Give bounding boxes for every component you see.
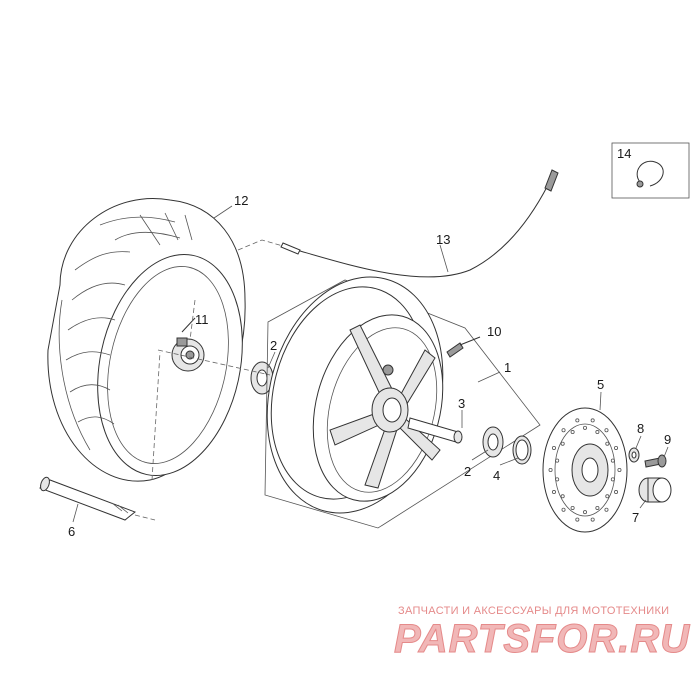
- bearing-right: [482, 426, 504, 458]
- rim: [266, 276, 444, 514]
- callout-11: 11: [195, 312, 209, 327]
- callout-3: 3: [458, 396, 465, 411]
- tyre: [47, 198, 246, 482]
- disc-hole: [570, 430, 575, 435]
- disc-hole: [605, 494, 610, 499]
- disc-hole: [595, 505, 600, 510]
- watermark-logo: PARTSFOR.RU: [394, 617, 690, 661]
- disc-hole: [570, 505, 575, 510]
- disc-hole: [551, 490, 556, 495]
- callout-13: 13: [436, 232, 450, 247]
- disc-hole: [590, 517, 595, 522]
- callout-9: 9: [664, 432, 671, 447]
- callout-4: 4: [493, 468, 500, 483]
- speedometer-drive: [171, 317, 205, 372]
- callout-1: 1: [504, 360, 511, 375]
- bolt-10: [446, 336, 481, 358]
- disc-hole: [551, 445, 556, 450]
- disc-hole: [590, 418, 595, 423]
- leader-lines: [72, 205, 669, 523]
- disc-hole: [610, 477, 615, 482]
- callout-2b: 2: [464, 464, 471, 479]
- disc-hole: [561, 507, 566, 512]
- disc-hole: [614, 445, 619, 450]
- speedometer-cable: [280, 169, 559, 278]
- rim-group-frame: [264, 279, 541, 529]
- disc-hole: [561, 428, 566, 433]
- disc-hole: [595, 430, 600, 435]
- assembly-guide-lines: [134, 239, 291, 521]
- axle: [39, 476, 136, 521]
- disc-hole: [614, 490, 619, 495]
- callout-2a: 2: [270, 338, 277, 353]
- clamp-inset: [611, 142, 690, 199]
- disc-hole: [575, 517, 580, 522]
- bush: [638, 477, 672, 503]
- disc-hole: [605, 441, 610, 446]
- callout-5: 5: [597, 377, 604, 392]
- disc-hole: [604, 507, 609, 512]
- brake-disc: [542, 407, 628, 533]
- callout-14: 14: [617, 146, 631, 161]
- disc-hole: [548, 467, 553, 472]
- oil-seal: [512, 435, 532, 465]
- disc-hole: [604, 428, 609, 433]
- disc-hole: [560, 494, 565, 499]
- callout-6: 6: [68, 524, 75, 539]
- callout-12: 12: [234, 193, 248, 208]
- callout-10: 10: [487, 324, 501, 339]
- disc-hole: [583, 510, 588, 515]
- screw: [644, 454, 667, 468]
- disc-hole: [555, 458, 560, 463]
- callout-labels: 12 13 14 11 10 2 1 5 3 8 9 2 4 7 6: [68, 146, 671, 539]
- disc-hole: [575, 418, 580, 423]
- disc-hole: [583, 425, 588, 430]
- watermark-logo-text: PARTSFOR.RU: [394, 617, 690, 660]
- callout-8: 8: [637, 421, 644, 436]
- disc-hole: [555, 477, 560, 482]
- callout-7: 7: [632, 510, 639, 525]
- disc-hole: [560, 441, 565, 446]
- disc-hole: [610, 458, 615, 463]
- washer: [628, 447, 640, 463]
- spacer: [407, 417, 463, 444]
- disc-hole: [617, 467, 622, 472]
- watermark-caption: ЗАПЧАСТИ И АКСЕССУАРЫ ДЛЯ МОТОТЕХНИКИ: [398, 605, 670, 617]
